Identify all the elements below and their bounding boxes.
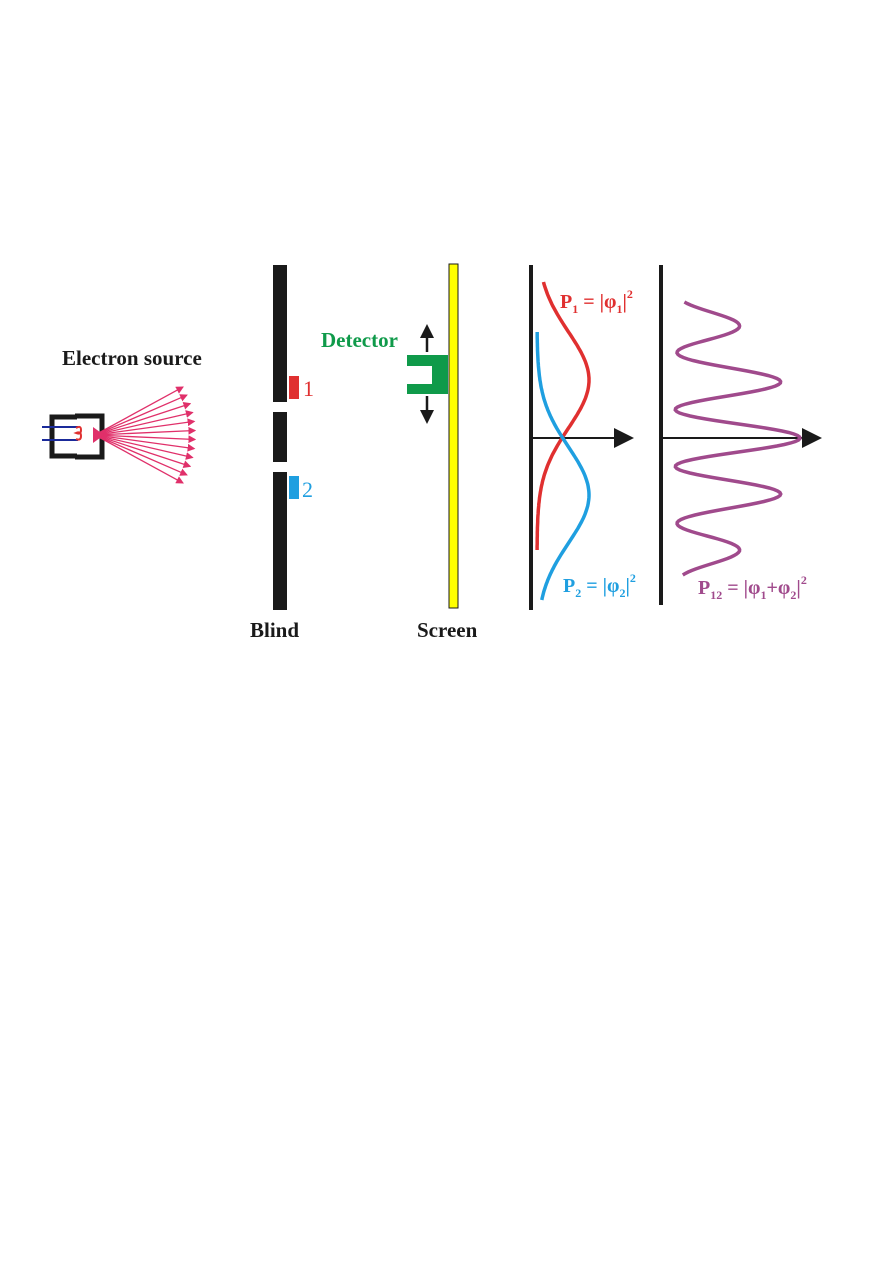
p12-lhs: P — [698, 577, 710, 599]
individual-probability-plot — [529, 265, 634, 610]
p2-lhs-sub: 2 — [575, 586, 581, 600]
detector-arrowhead-down-icon — [420, 410, 434, 424]
p12-close: | — [796, 577, 800, 599]
p12-phi-b-sub: 2 — [790, 588, 796, 602]
p2-close: | — [626, 575, 630, 597]
detector — [407, 324, 448, 424]
electron-ray — [94, 434, 196, 452]
blind-lower-segment — [273, 472, 287, 610]
electron-ray — [94, 434, 194, 460]
electron-ray — [94, 434, 197, 444]
slit-2-label: 2 — [302, 477, 313, 502]
slit-1-label: 1 — [303, 376, 314, 401]
p1-lhs: P — [560, 291, 572, 313]
p1-lhs-sub: 1 — [572, 302, 578, 316]
p1-curve — [535, 281, 591, 550]
p2-curve — [535, 332, 591, 601]
p12-phi-a: φ — [748, 577, 760, 599]
interference-plot — [659, 265, 822, 605]
p2-formula: P2 = |φ2|2 — [563, 571, 636, 600]
electron-ray — [94, 402, 192, 436]
p12-formula: P12 = |φ1+φ2|2 — [698, 573, 807, 602]
p12-plus: + — [767, 577, 778, 599]
blind-upper-segment — [273, 265, 287, 402]
p12-eq: = | — [722, 577, 748, 599]
slit-2-marker — [289, 476, 299, 499]
electron-ray — [94, 434, 192, 468]
p1-formula: P1 = |φ1|2 — [560, 287, 633, 316]
p2-phi: φ — [607, 575, 619, 597]
filament-coil — [73, 425, 83, 441]
p12-phi-b: φ — [778, 577, 790, 599]
screen-label: Screen — [417, 618, 478, 642]
p12-lhs-sub: 12 — [710, 588, 722, 602]
p1-close: | — [623, 291, 627, 313]
p2-sup: 2 — [630, 571, 636, 585]
electron-ray — [94, 434, 184, 484]
electron-source — [42, 386, 197, 484]
p12-sup: 2 — [801, 573, 807, 587]
blind-middle-segment — [273, 412, 287, 462]
p1-eq: = | — [578, 291, 604, 313]
electron-ray — [94, 410, 194, 436]
electron-ray — [94, 386, 184, 436]
p2-phi-sub: 2 — [620, 586, 626, 600]
source-emitter-tip — [93, 427, 104, 443]
p1-sup: 2 — [627, 287, 633, 301]
p2-eq: = | — [581, 575, 607, 597]
p12-phi-a-sub: 1 — [761, 588, 767, 602]
electron-ray — [94, 394, 188, 436]
electron-source-label: Electron source — [62, 346, 202, 370]
detector-arrowhead-up-icon — [420, 324, 434, 338]
detector-label: Detector — [321, 328, 398, 352]
screen — [448, 263, 459, 609]
slit-1-marker — [289, 376, 299, 399]
p1-phi: φ — [604, 291, 616, 313]
electron-ray — [94, 426, 197, 436]
detector-body — [407, 355, 448, 394]
p2-lhs: P — [563, 575, 575, 597]
blind — [273, 265, 299, 610]
electron-ray — [94, 434, 188, 476]
blind-label: Blind — [250, 618, 299, 642]
p1-phi-sub: 1 — [617, 302, 623, 316]
electron-rays — [93, 386, 197, 484]
p12-curve — [673, 300, 802, 577]
electron-ray — [94, 418, 196, 436]
